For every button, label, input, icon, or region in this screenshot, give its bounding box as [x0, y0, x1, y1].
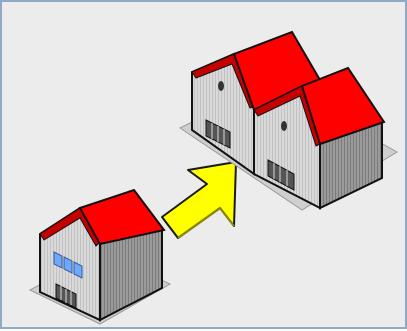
small-house-icon [30, 190, 170, 324]
expand-arrow-icon [162, 162, 236, 238]
round-window-icon [218, 81, 224, 91]
round-window-icon [281, 121, 287, 131]
